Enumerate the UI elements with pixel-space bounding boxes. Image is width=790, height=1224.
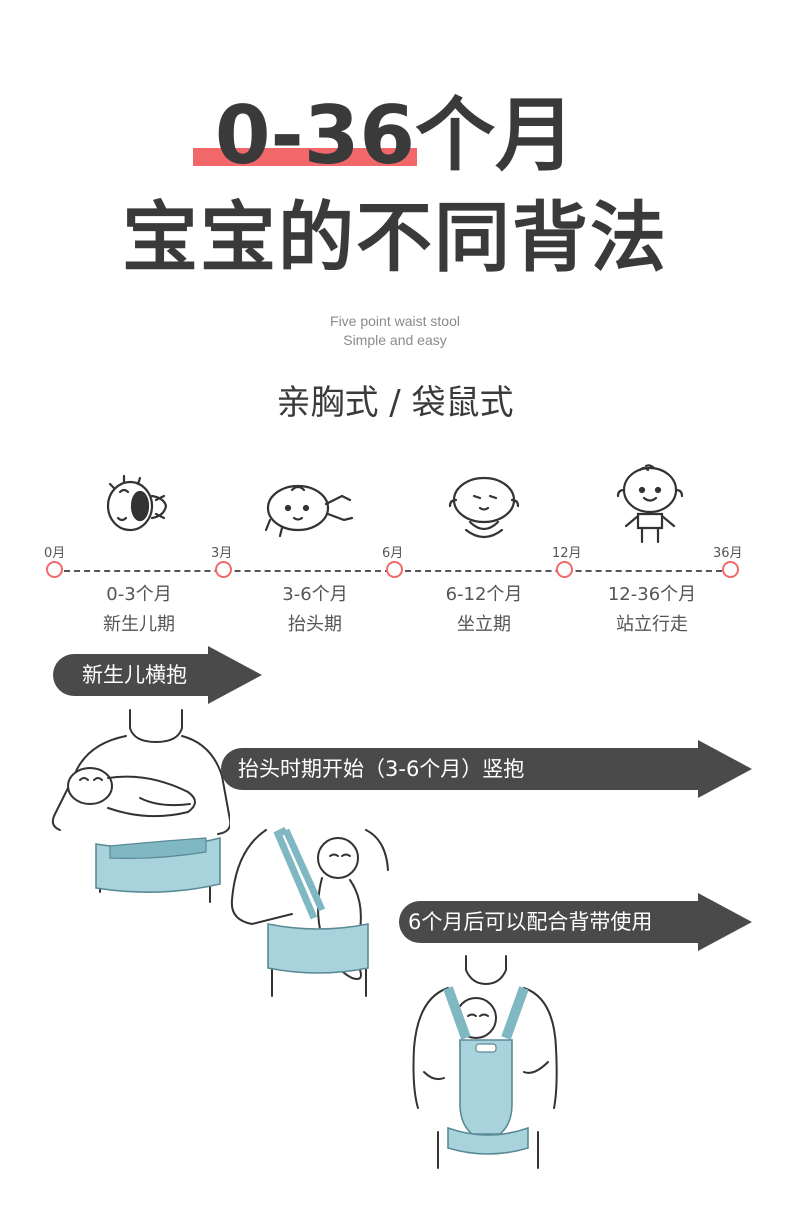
timeline-dot (386, 561, 403, 578)
page-title-months: 0-36个月 (0, 88, 790, 184)
stage-range: 3-6个月 (282, 584, 348, 605)
arrow-right-icon (53, 646, 262, 704)
stage-head-up: 3-6个月 抬头期 (245, 580, 385, 640)
arrow-label: 6个月后可以配合背带使用 (408, 910, 653, 934)
section-title: 亲胸式 / 袋鼠式 (276, 383, 514, 423)
sitting-baby-icon (448, 476, 520, 539)
stage-range: 0-3个月 (106, 584, 172, 605)
stage-name: 抬头期 (288, 614, 342, 635)
timeline-dot (46, 561, 63, 578)
arrow-label: 抬头时期开始（3-6个月）竖抱 (238, 757, 525, 781)
stage-range: 6-12个月 (445, 584, 523, 605)
standing-baby-icon (616, 464, 684, 544)
timeline-dot (722, 561, 739, 578)
timeline-mark-0: 0月 (44, 546, 66, 561)
stage-range: 12-36个月 (607, 584, 697, 605)
subtitle-line-2: Simple and easy (343, 332, 447, 348)
timeline-mark-36: 36月 (713, 546, 743, 561)
page-title: 宝宝的不同背法 (122, 193, 668, 282)
stage-standing: 12-36个月 站立行走 (582, 580, 722, 640)
carrier-hold-illustration (412, 955, 558, 1169)
title-number: 0-36 (214, 89, 416, 182)
subtitle-line-1: Five point waist stool (330, 313, 460, 329)
arrow-newborn-cradle: 新生儿横抱 (52, 646, 264, 704)
arrow-carrier-use: 6个月后可以配合背带使用 (398, 893, 754, 951)
title-unit: 个月 (415, 89, 576, 182)
crawling-baby-icon (264, 484, 354, 538)
timeline-dot (215, 561, 232, 578)
stage-name: 新生儿期 (103, 614, 175, 635)
arrow-upright-hold: 抬头时期开始（3-6个月）竖抱 (220, 740, 754, 798)
stage-name: 站立行走 (616, 614, 688, 635)
timeline-mark-3: 3月 (211, 546, 233, 561)
stage-newborn: 0-3个月 新生儿期 (69, 580, 209, 640)
arrow-right-icon (221, 740, 752, 798)
upright-hold-illustration (230, 826, 389, 997)
cradle-hold-illustration (51, 709, 230, 903)
arrow-label: 新生儿横抱 (82, 663, 187, 687)
crying-baby-icon (106, 474, 168, 532)
stage-name: 坐立期 (457, 614, 511, 635)
timeline-mark-12: 12月 (552, 546, 582, 561)
stage-sitting: 6-12个月 坐立期 (414, 580, 554, 640)
arrow-right-icon (399, 893, 752, 951)
timeline-mark-6: 6月 (382, 546, 404, 561)
timeline-dot (556, 561, 573, 578)
